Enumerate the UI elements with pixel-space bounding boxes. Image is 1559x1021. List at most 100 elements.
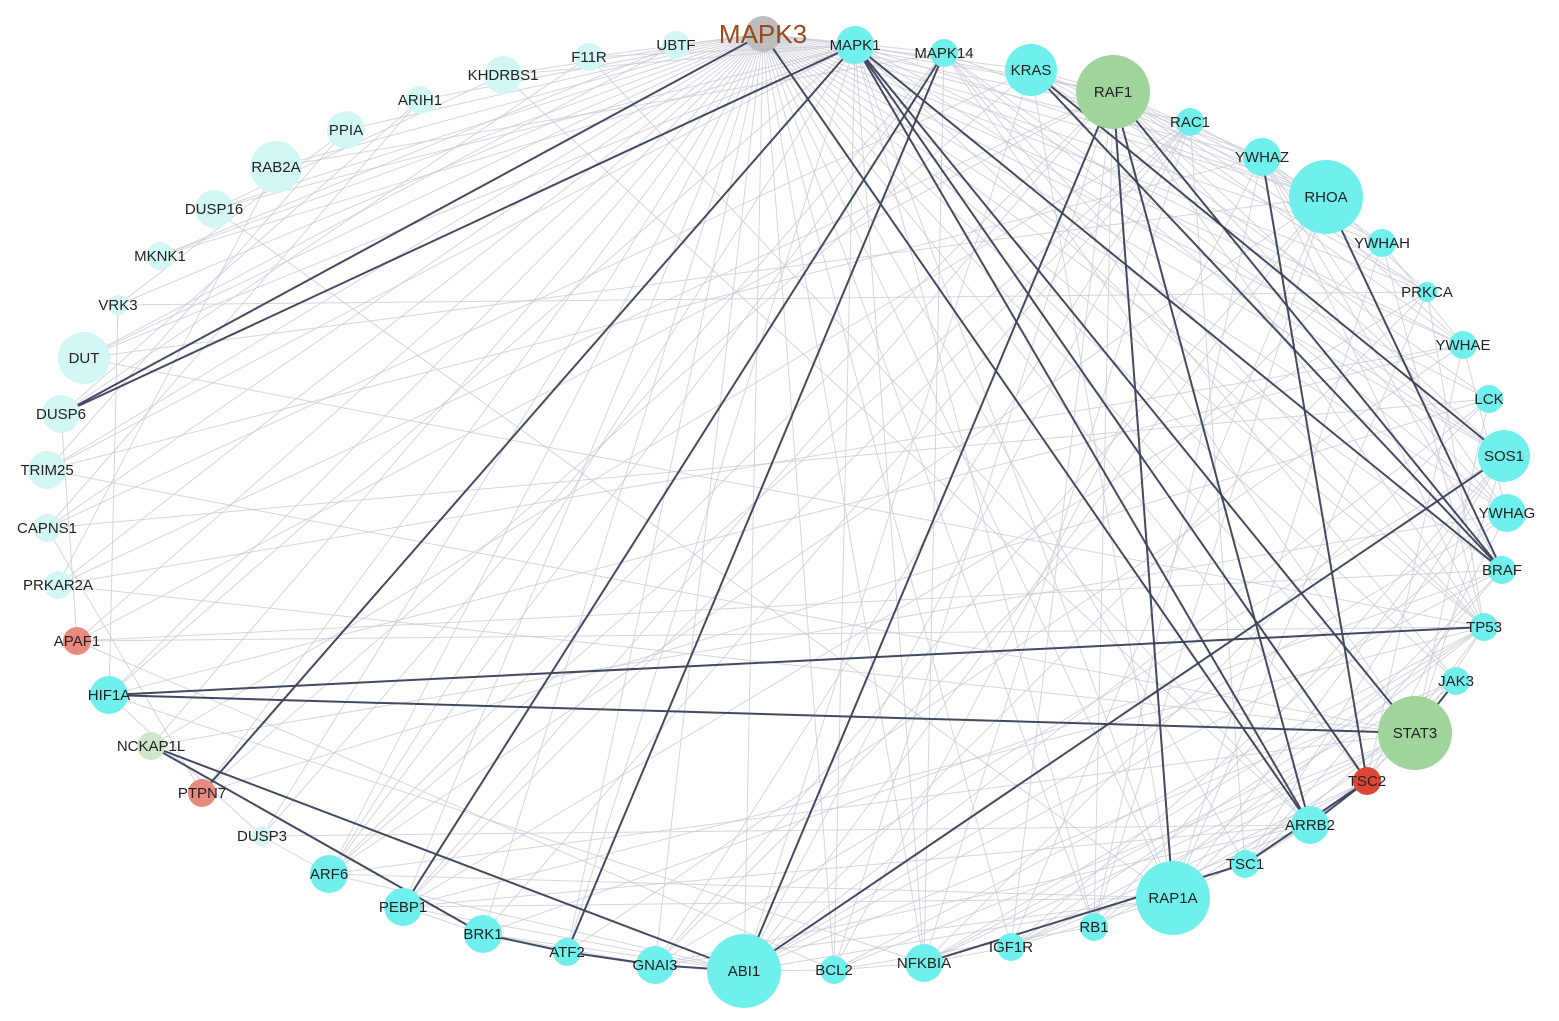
node-circle-pebp1[interactable] [384,888,422,926]
node-igf1r[interactable]: IGF1R [989,933,1033,961]
edge-prkca-abi1 [743,291,1428,972]
strong-edge-raf1-abi1 [743,91,1114,972]
node-circle-trim25[interactable] [28,451,66,489]
node-ptpn7[interactable]: PTPN7 [178,779,226,807]
node-circle-mapk1[interactable] [836,26,874,64]
edge-kras-abi1 [743,69,1032,972]
node-circle-ywhag[interactable] [1488,494,1526,532]
node-circle-rac1[interactable] [1176,108,1204,136]
node-circle-arrb2[interactable] [1291,806,1329,844]
strong-edge-mapk1-braf [854,44,1503,571]
node-circle-tsc1[interactable] [1231,850,1259,878]
edge-sos1-stat3 [1414,455,1505,734]
node-rab2a[interactable]: RAB2A [250,141,302,193]
strong-edge-hif1a-tp53 [108,626,1485,696]
node-ppia[interactable]: PPIA [327,111,365,149]
node-circle-prkca[interactable] [1417,282,1437,302]
node-circle-hif1a[interactable] [90,676,128,714]
node-ubtf[interactable]: UBTF [656,31,696,59]
node-circle-mapk14[interactable] [930,39,958,67]
node-circle-gnai3[interactable] [636,946,674,984]
node-circle-abi1[interactable] [707,934,781,1008]
node-circle-rap1a[interactable] [1136,861,1210,935]
node-circle-ywhae[interactable] [1449,331,1477,359]
node-rap1a[interactable]: RAP1A [1136,861,1210,935]
node-circle-nckap1l[interactable] [137,732,165,760]
edge-hif1a-vrk3 [108,304,119,696]
node-dusp16[interactable]: DUSP16 [185,190,243,228]
node-circle-ubtf[interactable] [662,31,690,59]
node-circle-lck[interactable] [1475,385,1503,413]
node-jak3[interactable]: JAK3 [1438,667,1474,695]
node-circle-mknk1[interactable] [146,242,174,270]
edge-abi1-brk1 [482,933,745,972]
node-nfkbia[interactable]: NFKBIA [897,944,951,982]
node-sos1[interactable]: SOS1 [1478,430,1530,482]
node-dut[interactable]: DUT [58,332,110,384]
node-circle-ywhah[interactable] [1368,229,1396,257]
node-mknk1[interactable]: MKNK1 [134,242,186,270]
nodes-group: MAPK3UBTFF11RKHDRBS1ARIH1PPIARAB2ADUSP16… [17,16,1535,1008]
node-circle-arih1[interactable] [406,86,434,114]
node-circle-ppia[interactable] [327,111,365,149]
node-circle-khdrbs1[interactable] [484,56,522,94]
node-circle-kras[interactable] [1005,44,1057,96]
node-circle-dut[interactable] [58,332,110,384]
node-circle-ywhaz[interactable] [1243,138,1281,176]
node-rhoa[interactable]: RHOA [1289,160,1363,234]
edge-mapk3-igf1r [762,33,1012,948]
edge-prkca-vrk3 [117,291,1428,306]
node-circle-arf6[interactable] [310,855,348,893]
node-circle-brk1[interactable] [464,915,502,953]
node-abi1[interactable]: ABI1 [707,934,781,1008]
node-stat3[interactable]: STAT3 [1378,696,1452,770]
node-circle-ptpn7[interactable] [188,779,216,807]
node-circle-tsc2[interactable] [1353,767,1381,795]
node-circle-f11r[interactable] [575,43,603,71]
node-circle-tp53[interactable] [1470,613,1498,641]
node-circle-igf1r[interactable] [997,933,1025,961]
node-circle-sos1[interactable] [1478,430,1530,482]
node-circle-prkar2a[interactable] [44,571,72,599]
edge-raf1-arf6 [328,91,1114,875]
node-circle-jak3[interactable] [1442,667,1470,695]
node-circle-capns1[interactable] [33,514,61,542]
node-circle-rhoa[interactable] [1289,160,1363,234]
node-mapk14[interactable]: MAPK14 [914,39,974,67]
node-circle-rab2a[interactable] [250,141,302,193]
node-circle-atf2[interactable] [553,938,581,966]
edge-mapk1-arf6 [328,44,856,875]
node-raf1[interactable]: RAF1 [1076,55,1150,129]
node-bcl2[interactable]: BCL2 [815,956,853,984]
strong-edge-kras-braf [1030,69,1503,571]
edge-mapk3-pebp1 [402,33,764,908]
edge-stat3-prkar2a [57,584,1416,734]
node-circle-rb1[interactable] [1080,913,1108,941]
node-pebp1[interactable]: PEBP1 [379,888,427,926]
node-dusp6[interactable]: DUSP6 [36,395,86,433]
edge-arrb2-dusp3 [261,824,1311,837]
edge-lck-stat3 [1414,398,1490,734]
node-atf2[interactable]: ATF2 [549,938,585,966]
node-circle-stat3[interactable] [1378,696,1452,770]
edge-ywhah-rap1a [1172,242,1383,899]
edge-rac1-pebp1 [402,121,1191,908]
node-arf6[interactable]: ARF6 [310,855,348,893]
node-ywhah[interactable]: YWHAH [1354,229,1410,257]
node-circle-vrk3[interactable] [108,295,128,315]
node-brk1[interactable]: BRK1 [463,915,503,953]
node-circle-mapk3[interactable] [745,16,781,52]
edge-mapk3-abi1 [743,33,764,972]
node-prkar2a[interactable]: PRKAR2A [23,571,93,599]
node-circle-dusp6[interactable] [42,395,80,433]
node-circle-dusp3[interactable] [252,826,272,846]
edge-rhoa-dut [83,196,1327,359]
node-circle-raf1[interactable] [1076,55,1150,129]
edge-mapk3-tp53 [762,33,1485,628]
node-circle-braf[interactable] [1488,556,1516,584]
node-circle-bcl2[interactable] [820,956,848,984]
node-circle-dusp16[interactable] [195,190,233,228]
node-circle-apaf1[interactable] [63,627,91,655]
node-kras[interactable]: KRAS [1005,44,1057,96]
node-circle-nfkbia[interactable] [905,944,943,982]
